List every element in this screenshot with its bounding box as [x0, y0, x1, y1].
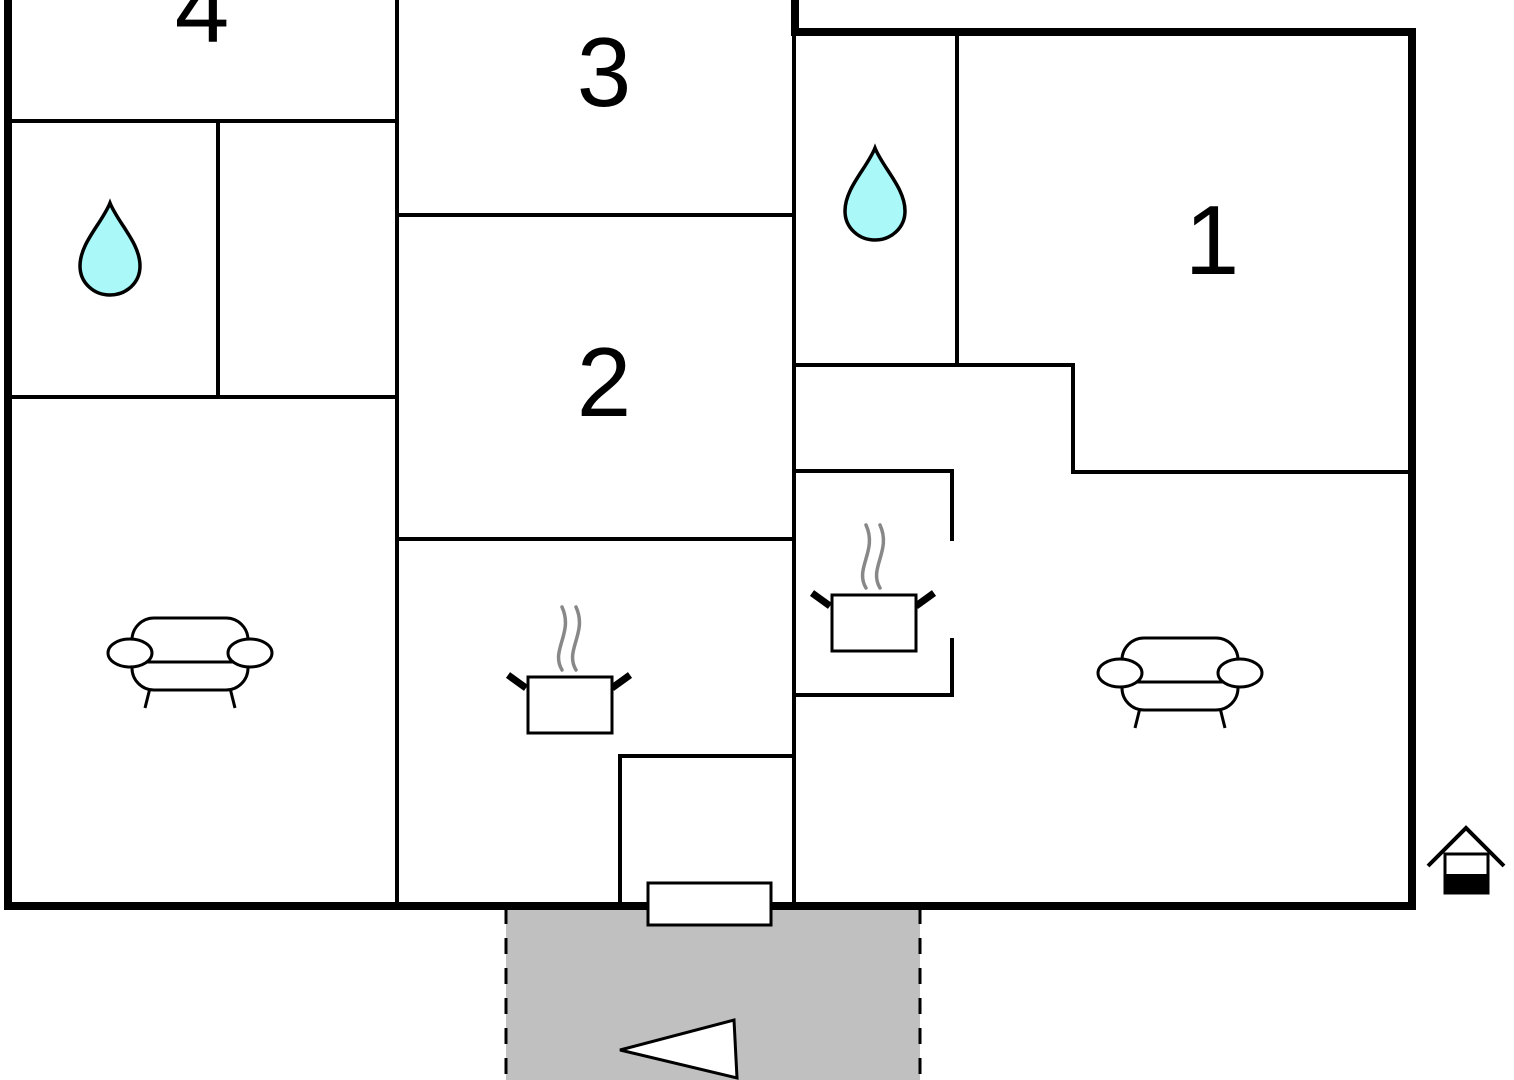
sofa-icon [1096, 636, 1264, 730]
house-entrance-icon [1426, 825, 1506, 895]
water-drop-icon [843, 146, 907, 242]
interior-walls [8, 0, 1412, 906]
room-number-2: 2 [577, 327, 632, 437]
entrance-step [646, 881, 773, 927]
room-number-1: 1 [1185, 185, 1240, 295]
cooking-pot-icon [812, 525, 934, 651]
sofa-icon [106, 616, 274, 710]
cooking-pot-icon [508, 607, 630, 733]
terrace [504, 906, 922, 1080]
water-drop-icon [78, 201, 142, 297]
triangle-arrow-icon [619, 1018, 739, 1080]
room-number-4: 4 [175, 0, 230, 63]
room-number-3: 3 [577, 17, 632, 127]
